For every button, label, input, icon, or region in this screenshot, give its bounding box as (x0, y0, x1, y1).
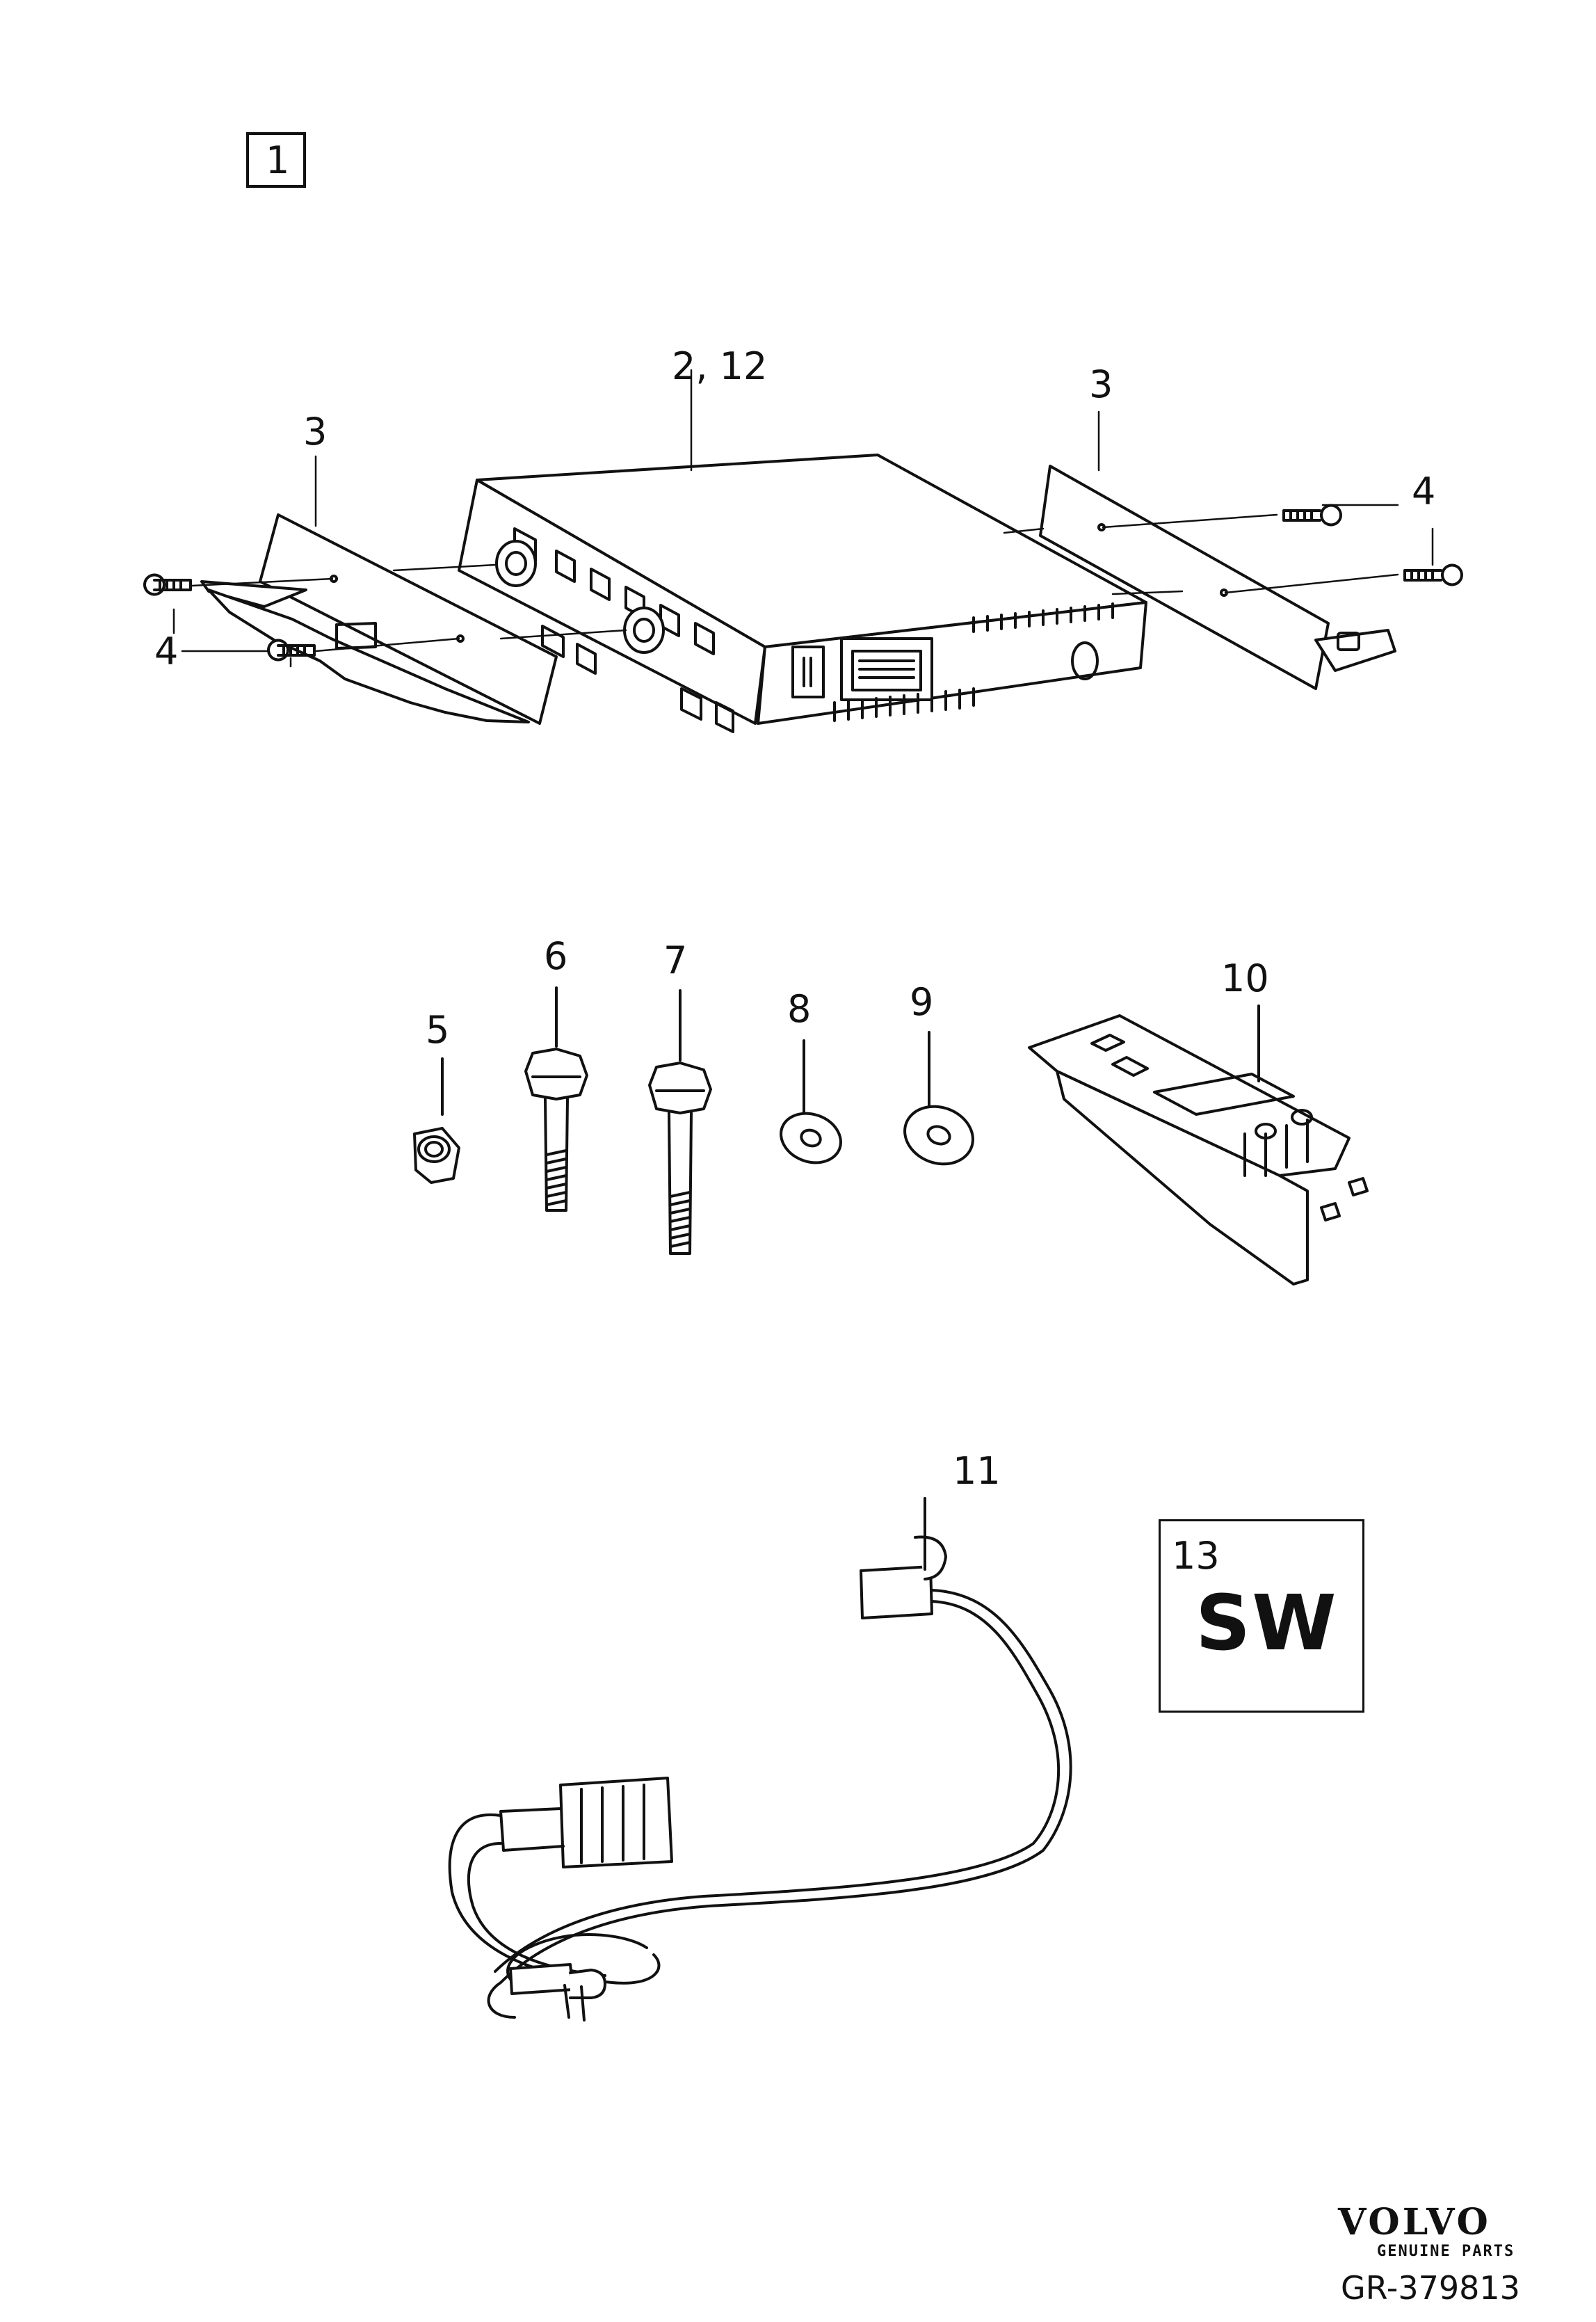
group-number: 1 (266, 138, 290, 182)
callout-bracket-left: 3 (303, 410, 328, 454)
bracket-left (200, 513, 558, 725)
brand-logo: VOLVO (1338, 2201, 1491, 2243)
callout-harness: 11 (953, 1449, 1001, 1493)
software-code: SW (1195, 1578, 1338, 1667)
callout-washer-large: 9 (910, 980, 934, 1024)
bolt-short (524, 986, 588, 1212)
callout-bolt-long: 7 (663, 938, 688, 982)
leader-lines (172, 369, 1434, 668)
washer-large (903, 1031, 974, 1166)
callout-screw-right: 4 (1412, 470, 1436, 513)
callout-screw-left: 4 (154, 630, 179, 673)
washer-small (780, 1039, 842, 1164)
group-number-box: 1 (246, 132, 306, 188)
callout-bolt-short: 6 (544, 934, 568, 978)
callout-module: 2, 12 (672, 344, 768, 388)
bolt-long (648, 989, 712, 1255)
connector-unit (1028, 1004, 1369, 1286)
bracket-right (1039, 465, 1396, 690)
callout-bracket-right: 3 (1089, 362, 1113, 406)
nut (413, 1057, 460, 1184)
screws (143, 504, 1463, 662)
software-box: 13 SW (1159, 1519, 1364, 1713)
figure-reference: GR-379813 (1341, 2269, 1520, 2307)
brand-subtitle: GENUINE PARTS (1377, 2243, 1515, 2260)
software-number: 13 (1172, 1534, 1220, 1578)
control-module (458, 454, 1147, 733)
wiring-harness (448, 1497, 1072, 2021)
callout-nut: 5 (426, 1008, 450, 1052)
callout-washer-small: 8 (787, 987, 812, 1031)
callout-connector-unit: 10 (1221, 956, 1269, 1000)
